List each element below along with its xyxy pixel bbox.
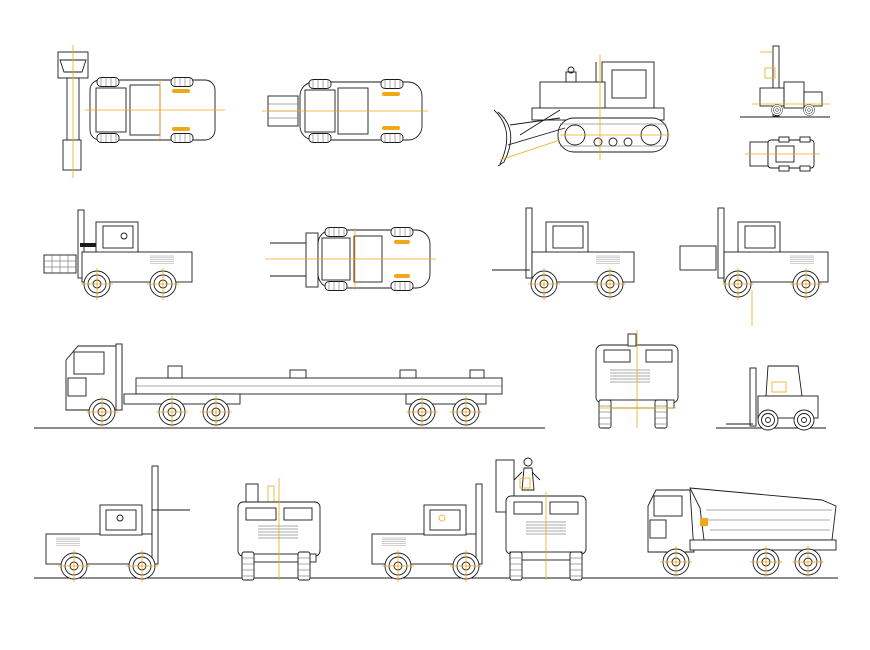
- forklift-rear-view-with-operator: [495, 457, 587, 581]
- forklift-top-view-forks: [265, 227, 436, 291]
- forklift-small-side-view: [740, 45, 830, 118]
- forklift-side-view-with-load: [43, 209, 193, 301]
- bulldozer-side-view: [493, 55, 670, 167]
- forklift-small-top-view: [745, 136, 820, 172]
- forklift-rear-view: [237, 478, 321, 581]
- forklift-top-view-front-attachment: [57, 45, 225, 178]
- compact-forklift-side-view: [716, 365, 826, 431]
- flatbed-truck-side-view: [65, 343, 503, 429]
- forklift-side-view-forks: [492, 207, 635, 301]
- forklift-top-view-pallet-fork: [262, 79, 428, 143]
- forklift-side-view-box-load: [679, 207, 829, 326]
- forklift-side-view-lifted-load: [371, 483, 483, 583]
- dump-truck-side-view: [647, 487, 837, 579]
- truck-rear-view: [595, 330, 679, 429]
- forklift-rear-mast-side-view: [45, 465, 190, 583]
